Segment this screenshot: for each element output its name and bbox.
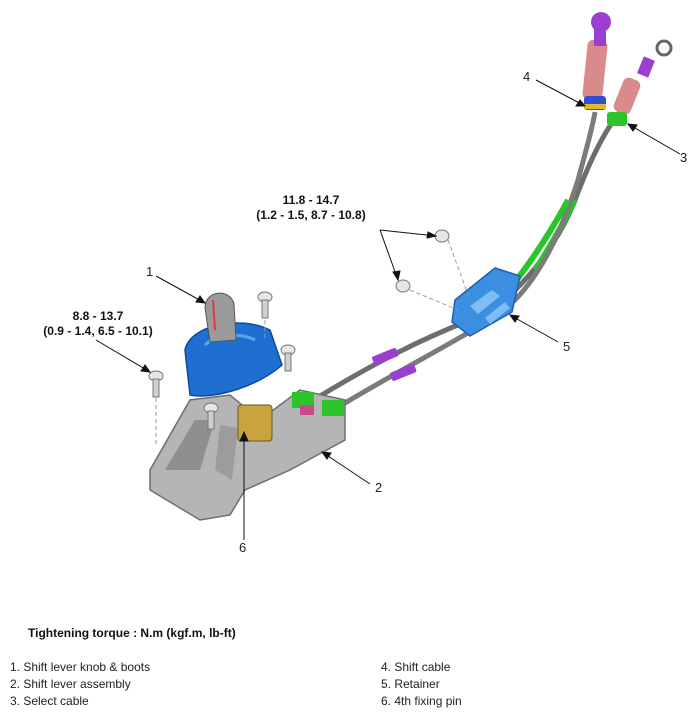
shift-cable-end <box>582 12 611 110</box>
shift-knob-boot <box>184 292 283 397</box>
leader-lines <box>95 79 681 540</box>
shift-lever-torque-nm: 8.8 - 13.7 <box>72 309 124 323</box>
legend-item: 2. Shift lever assembly <box>10 677 131 691</box>
callout-5: 5 <box>563 339 571 354</box>
legend-item: 1. Shift lever knob & boots <box>10 660 151 674</box>
shift-lever-cable-diagram <box>95 12 681 540</box>
retainer-torque-spec: 11.8 - 14.7 (1.2 - 1.5, 8.7 - 10.8) <box>236 193 386 223</box>
shift-lever-torque-spec: 8.8 - 13.7 (0.9 - 1.4, 6.5 - 10.1) <box>28 309 168 339</box>
callout-6: 6 <box>239 540 247 555</box>
callout-4: 4 <box>523 69 531 84</box>
torque-units-heading: Tightening torque : N.m (kgf.m, lb-ft) <box>28 626 236 640</box>
retainer-torque-kgf-lbft: (1.2 - 1.5, 8.7 - 10.8) <box>256 208 366 222</box>
callout-2: 2 <box>375 480 383 495</box>
legend-item: 5. Retainer <box>381 677 440 691</box>
callout-1: 1 <box>146 264 154 279</box>
legend-item: 6. 4th fixing pin <box>381 694 462 708</box>
cable-sleeve <box>390 364 417 381</box>
legend-item: 3. Select cable <box>10 694 89 708</box>
callout-3: 3 <box>680 150 688 165</box>
cable-sleeve <box>372 348 399 365</box>
shift-lever-torque-kgf-lbft: (0.9 - 1.4, 6.5 - 10.1) <box>43 324 153 338</box>
legend-left-column: 1. Shift lever knob & boots 2. Shift lev… <box>10 659 150 710</box>
retainer <box>451 267 521 337</box>
legend-item: 4. Shift cable <box>381 660 451 674</box>
shift-lever-assembly <box>149 389 346 521</box>
select-cable-end <box>607 39 673 126</box>
legend-right-column: 4. Shift cable 5. Retainer 6. 4th fixing… <box>381 659 462 710</box>
select-cable <box>318 110 622 399</box>
retainer-bolt <box>395 229 471 311</box>
retainer-torque-nm: 11.8 - 14.7 <box>282 193 340 207</box>
shift-lever-bolt <box>148 291 296 445</box>
